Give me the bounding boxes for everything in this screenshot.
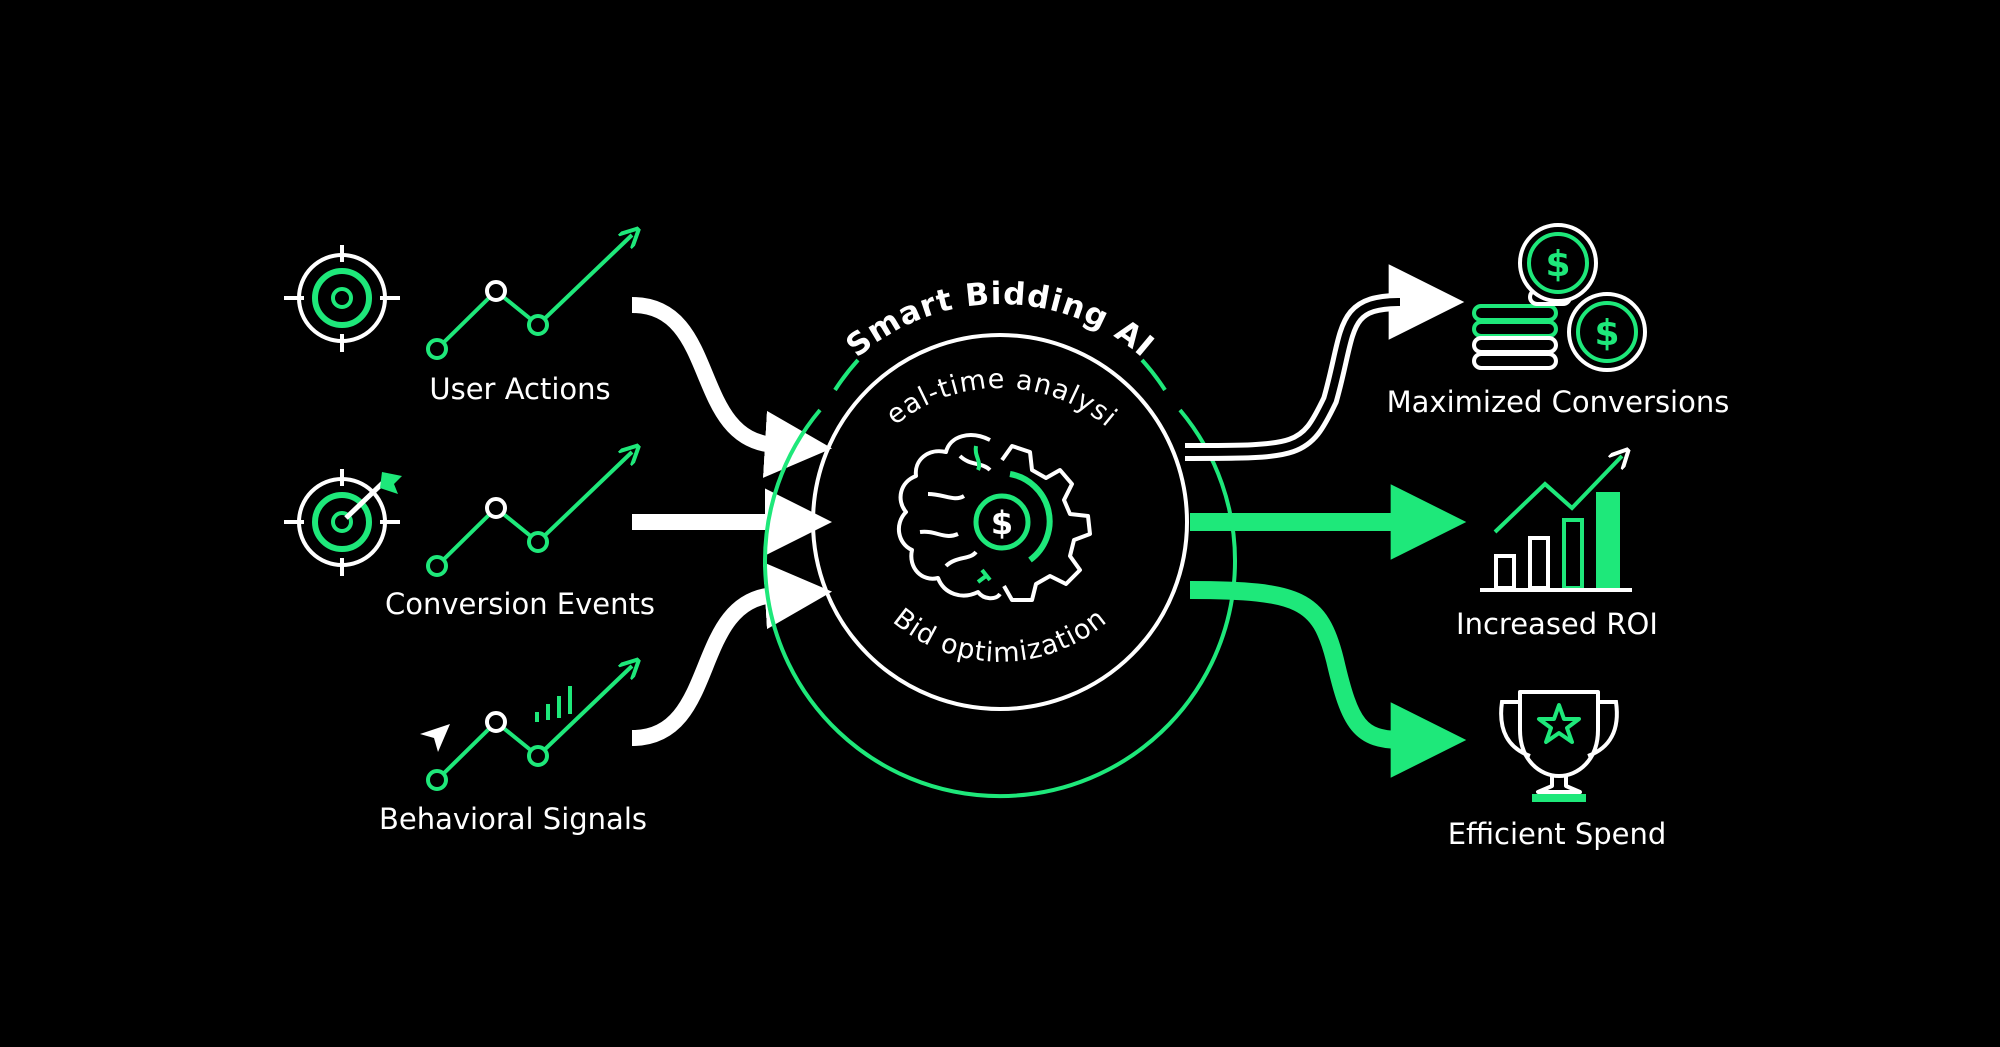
- output-label-maximized-conversions: Maximized Conversions: [1387, 385, 1730, 419]
- output-label-increased-roi: Increased ROI: [1456, 607, 1658, 641]
- hub-title: Smart Bidding AI: [839, 276, 1160, 365]
- svg-text:Smart Bidding AI: Smart Bidding AI: [839, 276, 1161, 365]
- smart-bidding-hub: Smart Bidding AI Real-time analysis Bid …: [0, 0, 1237, 799]
- trophy-star-icon: [1499, 690, 1619, 802]
- crosshair-target-icon: [284, 245, 400, 352]
- input-arrows: [631, 297, 833, 746]
- hub-bottom-caption: Bid optimization: [887, 602, 1111, 669]
- bar-chart-growth-icon: [1480, 456, 1632, 592]
- trend-line-icon: [426, 235, 632, 360]
- output-label-efficient-spend: Efficient Spend: [1448, 817, 1667, 851]
- output-arrow-1: [1184, 264, 1465, 461]
- svg-text:Real-time analysis: Real-time analysis: [0, 0, 1123, 433]
- brain-gear-dollar-icon: $: [896, 433, 1092, 602]
- input-arrow-1: [631, 297, 833, 478]
- input-label-behavioral-signals: Behavioral Signals: [379, 802, 647, 836]
- svg-text:$: $: [1545, 244, 1570, 285]
- output-arrow-3: [1189, 581, 1467, 778]
- hub-top-caption: Real-time analysis: [0, 0, 1122, 433]
- input-arrow-3: [631, 562, 833, 746]
- dart-target-icon: [284, 469, 402, 576]
- svg-text:Bid optimization: Bid optimization: [887, 602, 1112, 669]
- svg-text:$: $: [1594, 313, 1619, 354]
- coin-stack-icon: $ $: [1472, 223, 1647, 372]
- input-label-user-actions: User Actions: [429, 372, 610, 406]
- trend-line-icon: [426, 452, 632, 577]
- output-arrows: [1184, 264, 1467, 778]
- cursor-signal-icon: [420, 666, 632, 791]
- svg-text:$: $: [991, 504, 1013, 542]
- input-label-conversion-events: Conversion Events: [385, 587, 655, 621]
